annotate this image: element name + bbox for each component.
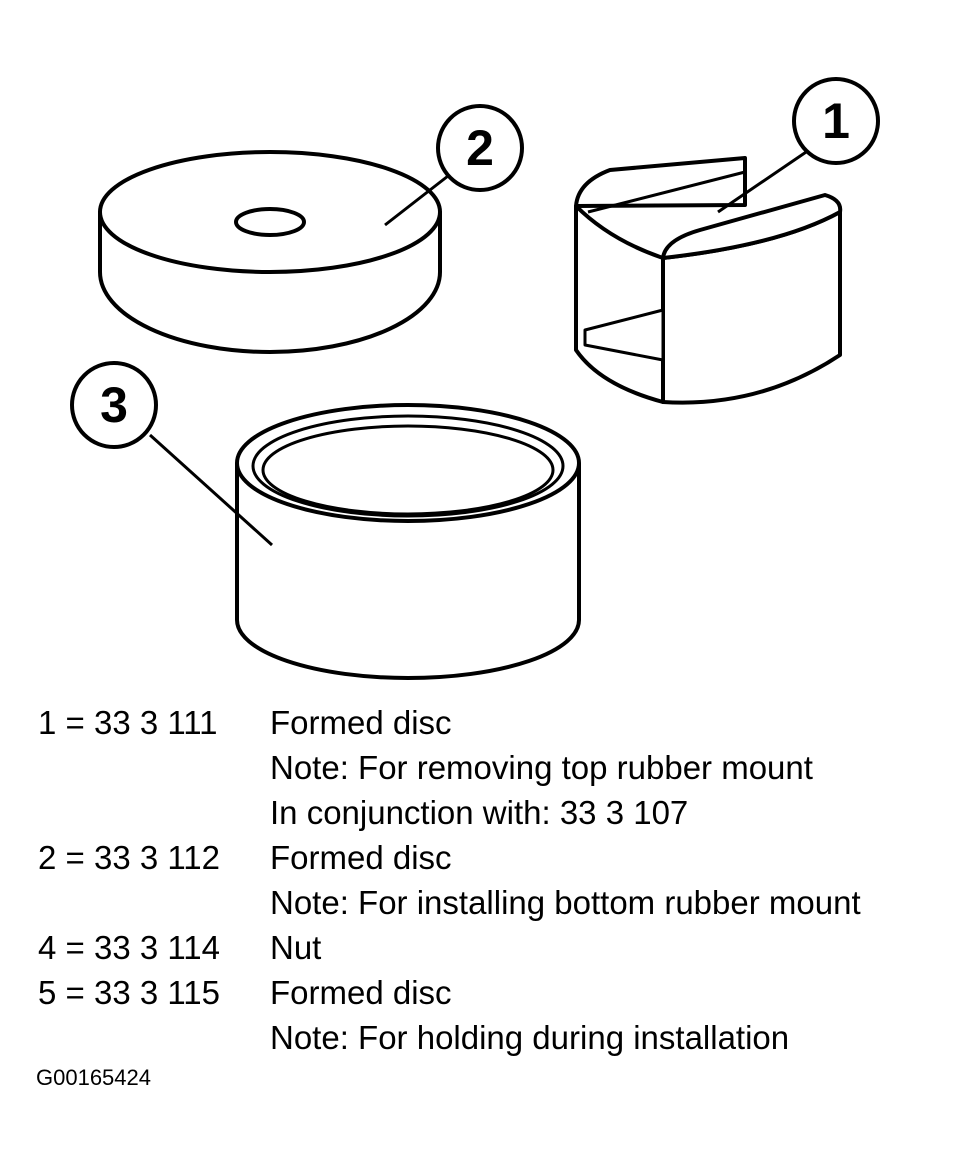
legend-description: Formed disc: [270, 839, 452, 876]
legend-description: Formed disc: [270, 974, 452, 1011]
legend-description: Formed disc: [270, 704, 452, 741]
legend-key: 4 = 33 3 114: [38, 929, 220, 966]
callout-label-1: 1: [822, 93, 850, 149]
callout-circle-1: [792, 77, 880, 165]
ring-part-3: [235, 403, 581, 680]
leader-line-2: [384, 174, 449, 227]
legend-row: 2 = 33 3 112 Formed disc: [0, 835, 961, 880]
legend-description: Note: For holding during installation: [270, 1019, 790, 1056]
legend-key: 1 = 33 3 111: [38, 704, 218, 741]
parts-legend: 1 = 33 3 111 Formed disc Note: For remov…: [0, 700, 961, 1060]
legend-row: In conjunction with: 33 3 107: [0, 790, 961, 835]
callout-label-2: 2: [466, 120, 494, 176]
leader-line-1: [717, 146, 813, 214]
legend-description: Nut: [270, 929, 322, 966]
leader-line-3: [148, 433, 274, 547]
legend-description: In conjunction with: 33 3 107: [270, 794, 689, 831]
legend-description: Note: For removing top rubber mount: [270, 749, 813, 786]
formed-disc-part-1: [574, 156, 843, 405]
tool-parts-illustration: 1 2 3: [70, 77, 880, 680]
formed-disc-part-2: [98, 150, 442, 354]
legend-row: 1 = 33 3 111 Formed disc: [0, 700, 961, 745]
legend-row: Note: For removing top rubber mount: [0, 745, 961, 790]
legend-row: Note: For installing bottom rubber mount: [0, 880, 961, 925]
callout-circle-2: [436, 104, 524, 192]
legend-row: 5 = 33 3 115 Formed disc: [0, 970, 961, 1015]
callout-circle-3: [70, 361, 158, 449]
legend-row: 4 = 33 3 114 Nut: [0, 925, 961, 970]
legend-row: Note: For holding during installation: [0, 1015, 961, 1060]
callout-label-3: 3: [100, 377, 128, 433]
figure-code: G00165424: [36, 1065, 151, 1090]
legend-key: 2 = 33 3 112: [38, 839, 220, 876]
legend-key: 5 = 33 3 115: [38, 974, 220, 1011]
legend-description: Note: For installing bottom rubber mount: [270, 884, 861, 921]
